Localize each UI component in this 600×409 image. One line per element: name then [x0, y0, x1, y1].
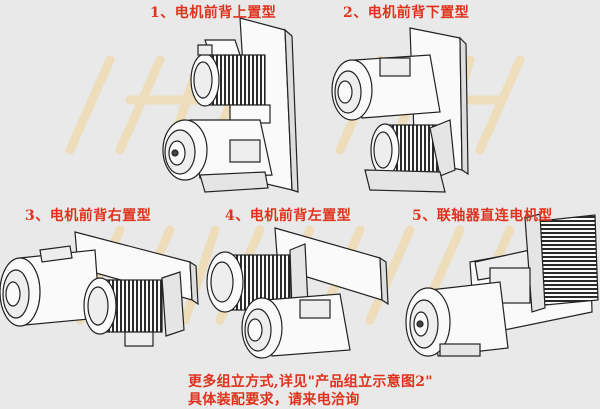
figure-3-motor-right	[0, 231, 199, 347]
footer-note-line-1: 更多组立方式,详见"产品组立示意图2"	[188, 374, 433, 390]
figure-2-motor-bottom	[331, 27, 469, 193]
label-motor-bottom: 2、电机前背下置型	[343, 5, 470, 21]
label-motor-left: 4、电机前背左置型	[225, 208, 352, 224]
label-direct-coupling: 5、联轴器直连电机型	[412, 208, 553, 224]
footer-note-line-2: 具体装配要求，请来电洽询	[188, 392, 360, 408]
figure-1-motor-top	[162, 17, 299, 193]
figure-4-motor-left	[206, 227, 389, 359]
label-motor-top: 1、电机前背上置型	[150, 5, 277, 21]
figure-5-direct-coupling	[405, 213, 599, 357]
label-motor-right: 3、电机前背右置型	[25, 208, 152, 224]
